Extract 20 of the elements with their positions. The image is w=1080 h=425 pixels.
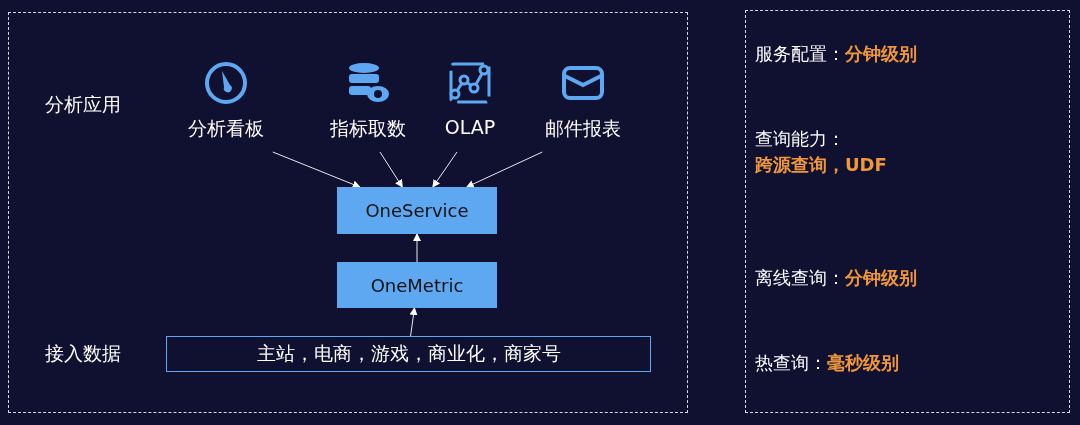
section-label: 分析应用 <box>45 92 121 117</box>
app-label: 分析看板 <box>188 116 264 141</box>
offline-note: 离线查询：分钟级别 <box>755 266 917 290</box>
arrow <box>379 151 403 188</box>
app-label: 指标取数 <box>330 116 406 141</box>
app-label: OLAP <box>444 116 496 138</box>
arrow <box>432 151 458 188</box>
service-box: OneService <box>337 187 497 234</box>
app-label: 邮件报表 <box>545 116 621 141</box>
arrow <box>272 151 361 189</box>
arrow <box>413 233 421 263</box>
config-note: 服务配置：分钟级别 <box>755 42 917 66</box>
query-detail: 跨源查询，UDF <box>755 153 887 177</box>
query-note: 查询能力： <box>755 127 845 151</box>
arrow <box>465 151 543 188</box>
hot-query-note: 热查询：毫秒级别 <box>755 351 899 375</box>
service-box: OneMetric <box>337 262 497 308</box>
section-label: 接入数据 <box>45 341 121 366</box>
data-source-box: 主站，电商，游戏，商业化，商家号 <box>166 336 651 372</box>
arrow <box>409 307 418 337</box>
